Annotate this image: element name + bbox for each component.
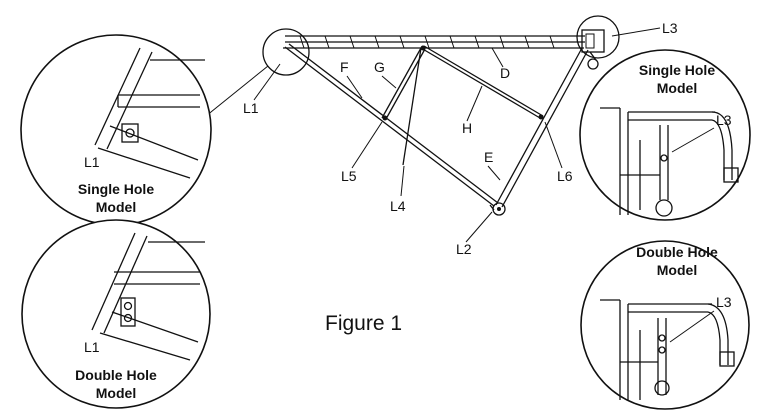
detail-bottom-right-label: L3 [716, 294, 732, 310]
label-F: F [340, 59, 349, 75]
label-L6: L6 [557, 168, 573, 184]
detail-top-right-caption-2: Model [657, 80, 697, 96]
detail-top-left-caption-1: Single Hole [78, 181, 154, 197]
label-H: H [462, 120, 472, 136]
detail-bottom-left-label: L1 [84, 339, 100, 355]
label-G: G [374, 59, 385, 75]
figure-title: Figure 1 [325, 312, 402, 335]
detail-bottom-left-caption-2: Model [96, 385, 136, 401]
detail-bottom-right: Double Hole Model L3 [580, 240, 750, 410]
label-L4: L4 [390, 198, 406, 214]
detail-bottom-right-caption-1: Double Hole [636, 244, 718, 260]
detail-top-left-label: L1 [84, 154, 100, 170]
detail-top-left: L1 Single Hole Model [20, 34, 212, 226]
detail-top-left-caption-2: Model [96, 199, 136, 215]
detail-top-right: Single Hole Model L3 [579, 49, 751, 221]
label-L5: L5 [341, 168, 357, 184]
detail-bottom-left-caption-1: Double Hole [75, 367, 157, 383]
detail-top-right-caption-1: Single Hole [639, 62, 715, 78]
label-L2: L2 [456, 241, 472, 257]
label-E: E [484, 149, 493, 165]
detail-bottom-left: L1 Double Hole Model [21, 219, 211, 409]
detail-bottom-right-caption-2: Model [657, 262, 697, 278]
label-L3: L3 [662, 20, 678, 36]
label-D: D [500, 65, 510, 81]
main-frame [205, 15, 620, 216]
detail-top-right-label: L3 [716, 112, 732, 128]
label-L1: L1 [243, 100, 259, 116]
